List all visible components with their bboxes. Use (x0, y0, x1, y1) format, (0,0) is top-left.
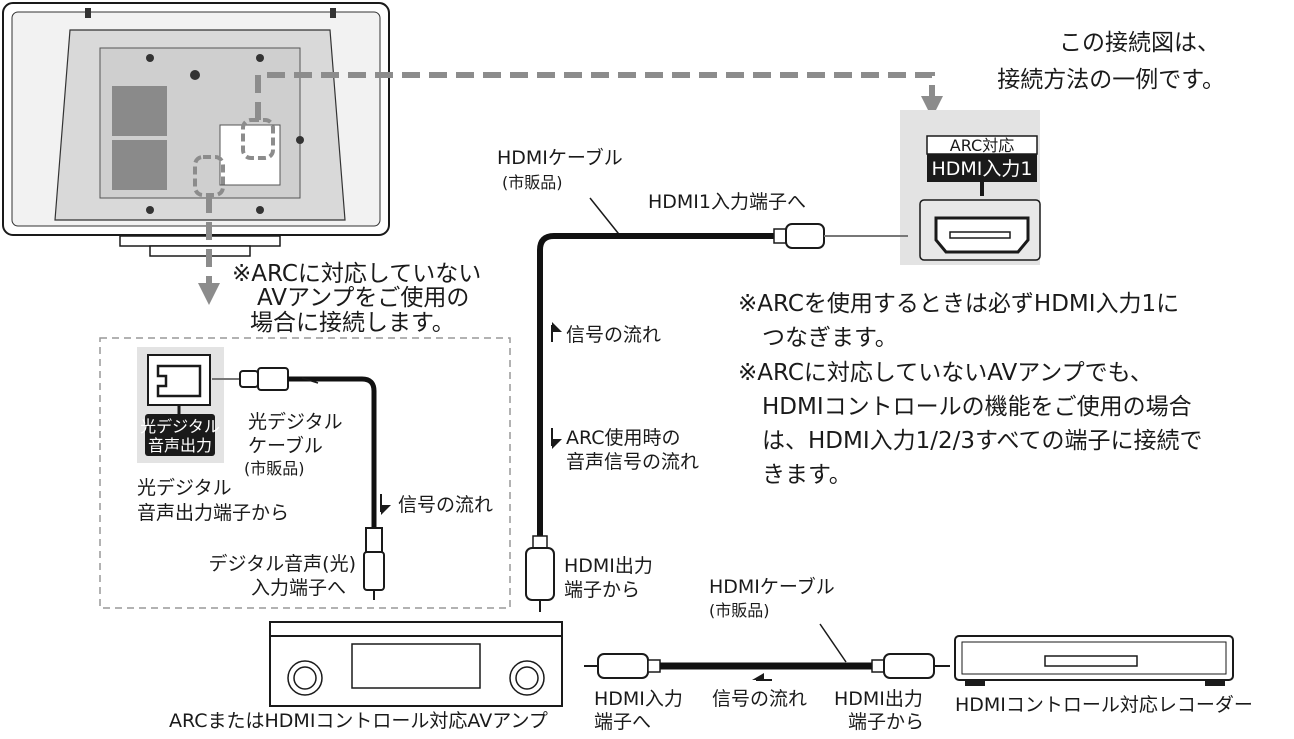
arc-flow-line1: ARC使用時の (566, 427, 681, 449)
arc-support-label: ARC対応 (950, 136, 1014, 155)
arc-note-line1: ※ARCに対応していない (232, 261, 481, 287)
hdmi-plug-top-icon (785, 223, 825, 249)
tv-rear-illustration (2, 2, 390, 257)
optical-plug-top-icon (257, 367, 289, 391)
hdmi-plug-right-icon (883, 653, 935, 679)
hdmi-cable-bottom-sub: (市販品) (709, 601, 770, 620)
hdmi-cable-top: HDMIケーブル (市販品) HDMI1入力端子へ (497, 146, 908, 536)
hdmi-plug-left-icon (597, 653, 649, 679)
dashed-arrow-to-optical (198, 195, 220, 305)
note-top-line1: この接続図は、 (1059, 30, 1220, 56)
arc-note-line3: 場合に接続します。 (250, 310, 455, 336)
hdmi-out-line1: HDMI出力 (834, 688, 923, 710)
hdmi-input-panel: ARC対応 HDMI入力1 (900, 110, 1041, 265)
optical-connection-box: 光デジタル 音声出力 光デジタル ケーブル (市販品) 光デジタル 音声出力端子… (99, 337, 511, 609)
hdmi-input1-label: HDMI入力1 (931, 158, 1032, 180)
signal-flow-up: 信号の流れ (551, 322, 661, 346)
optical-to-line1: デジタル音声(光) (209, 553, 356, 575)
note-right-line1: ※ARCを使用するときは必ずHDMI入力1に (738, 291, 1179, 317)
optical-plug-bottom-icon (363, 551, 385, 591)
hdmi-cable-top-label: HDMIケーブル (497, 146, 623, 169)
optical-cable-line1: 光デジタル (248, 411, 343, 433)
note-right-line6: きます。 (762, 462, 852, 488)
amp-label: ARCまたはHDMIコントロール対応AVアンプ (169, 710, 548, 732)
optical-cable-line2: ケーブル (248, 434, 323, 457)
hdmi-cable-bottom: HDMIケーブル (市販品) (584, 575, 950, 681)
optical-from-line2: 音声出力端子から (137, 502, 289, 524)
signal-flow-up-label: 信号の流れ (566, 324, 661, 346)
hdmi-cable-bottom-label: HDMIケーブル (709, 575, 835, 598)
optical-to-line2: 入力端子へ (251, 577, 346, 599)
hdmi-plug-vertical (525, 535, 555, 612)
signal-flow-arc-down: ARC使用時の 音声信号の流れ (551, 427, 699, 473)
hdmi-in-line1: HDMI入力 (594, 688, 683, 710)
optical-port-line1: 光デジタル (140, 417, 220, 436)
optical-port-line2: 音声出力 (148, 436, 212, 455)
hdmi-in-line2: 端子へ (594, 711, 651, 733)
hdmi-out-amp-line1: HDMI出力 (564, 555, 653, 577)
recorder-label: HDMIコントロール対応レコーダー (955, 694, 1253, 716)
recorder-illustration (954, 635, 1234, 686)
hdmi-cable-top-sub: (市販品) (502, 173, 563, 192)
hdmi-out-amp-line2: 端子から (564, 579, 640, 601)
optical-cable-sub: (市販品) (244, 459, 305, 478)
dashed-arrow-to-hdmi-input (255, 72, 943, 120)
hdmi1-input-to-label: HDMI1入力端子へ (648, 191, 806, 213)
note-right-line5: は、HDMI入力1/2/3すべての端子に接続で (762, 428, 1203, 454)
optical-socket-icon (156, 364, 202, 398)
note-right-line4: HDMIコントロールの機能をご使用の場合 (762, 394, 1192, 420)
arc-note-line2: AVアンプをご使用の (257, 285, 469, 311)
bottom-flow-label: 信号の流れ (712, 688, 807, 710)
arc-flow-line2: 音声信号の流れ (566, 451, 699, 473)
hdmi-out-line2: 端子から (848, 711, 924, 733)
av-amplifier-illustration (269, 621, 563, 707)
note-right-line2: つなぎます。 (762, 325, 898, 351)
note-top-line2: 接続方法の一例です。 (997, 67, 1225, 93)
note-right-line3: ※ARCに対応していないAVアンプでも、 (738, 360, 1153, 386)
hdmi-plug-top-collar (773, 228, 787, 244)
optical-from-line1: 光デジタル (137, 477, 232, 499)
optical-flow-label: 信号の流れ (398, 494, 493, 516)
